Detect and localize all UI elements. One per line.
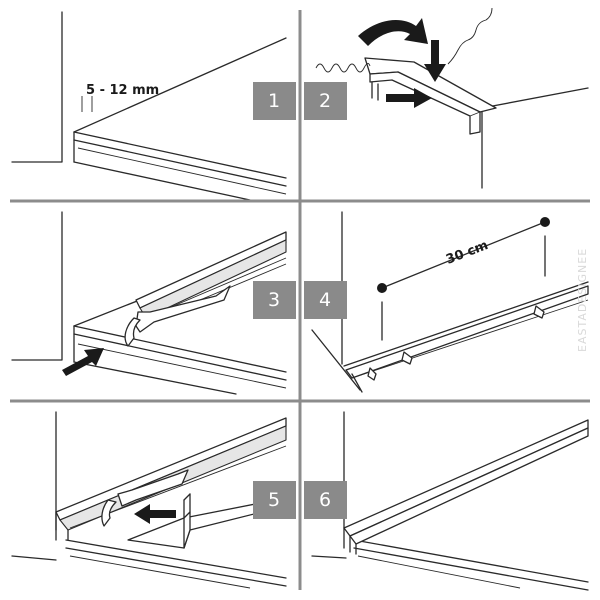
panel-4: 30 cm EASTADESIGNEE	[311, 211, 589, 393]
step-badge-2: 2	[304, 82, 347, 120]
step-badge-5: 5	[253, 481, 296, 519]
step-badge-6: 6	[304, 481, 347, 519]
slide-arrow-icon	[134, 504, 176, 524]
gap-dimension-label: 5 - 12 mm	[86, 83, 159, 98]
svg-text:2: 2	[319, 90, 331, 112]
step-badge-1: 1	[253, 82, 296, 120]
svg-text:6: 6	[319, 489, 331, 511]
panel-5	[11, 411, 287, 589]
grid-dividers	[10, 10, 590, 590]
svg-text:4: 4	[319, 289, 331, 311]
watermark: EASTADESIGNEE	[576, 248, 589, 352]
svg-text:1: 1	[268, 90, 280, 112]
step-badge-3: 3	[253, 281, 296, 319]
panel-3	[11, 211, 287, 395]
panel-6	[311, 411, 589, 591]
spacing-dimension-label: 30 cm	[444, 238, 490, 268]
panel-2	[315, 7, 589, 189]
rotate-arrow-icon	[358, 18, 428, 46]
panel-1: 5 - 12 mm	[11, 11, 287, 201]
right-arrow-icon	[386, 88, 432, 108]
svg-text:5: 5	[268, 489, 280, 511]
push-arrow-icon	[62, 348, 104, 376]
down-arrow-icon	[424, 40, 446, 82]
spacing-dimension-line	[381, 221, 546, 289]
svg-text:3: 3	[268, 289, 280, 311]
step-badge-4: 4	[304, 281, 347, 319]
